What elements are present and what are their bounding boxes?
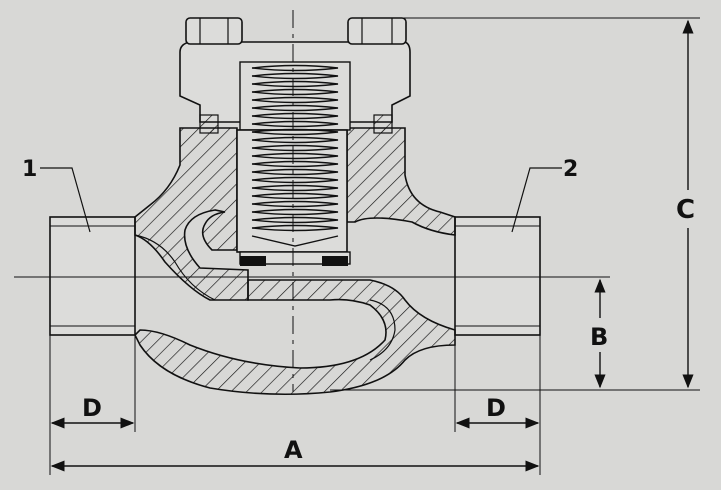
dimension-d-left-label: D bbox=[82, 394, 102, 422]
callout-leaders bbox=[40, 167, 562, 233]
dimension-b-label: B bbox=[590, 323, 608, 351]
dimension-c-label: C bbox=[676, 195, 695, 225]
callout-1-label: 1 bbox=[22, 157, 37, 182]
right-bolt-head bbox=[347, 17, 407, 45]
spring-assembly bbox=[236, 64, 351, 266]
dimension-d-right-label: D bbox=[486, 394, 506, 422]
dimension-a-label: A bbox=[284, 436, 303, 464]
spring-housing bbox=[239, 61, 351, 131]
left-bolt-head bbox=[185, 17, 243, 45]
spring-icon bbox=[251, 64, 339, 247]
center-lines bbox=[14, 10, 700, 475]
callout-2-label: 2 bbox=[563, 157, 578, 182]
dimension-lines bbox=[50, 19, 694, 472]
bonnet bbox=[179, 17, 411, 134]
inlet-socket bbox=[49, 216, 136, 336]
body-casting-left bbox=[134, 127, 249, 301]
body-casting-right bbox=[346, 127, 456, 236]
body-casting-bottom bbox=[134, 279, 456, 396]
outlet-socket bbox=[454, 216, 541, 336]
